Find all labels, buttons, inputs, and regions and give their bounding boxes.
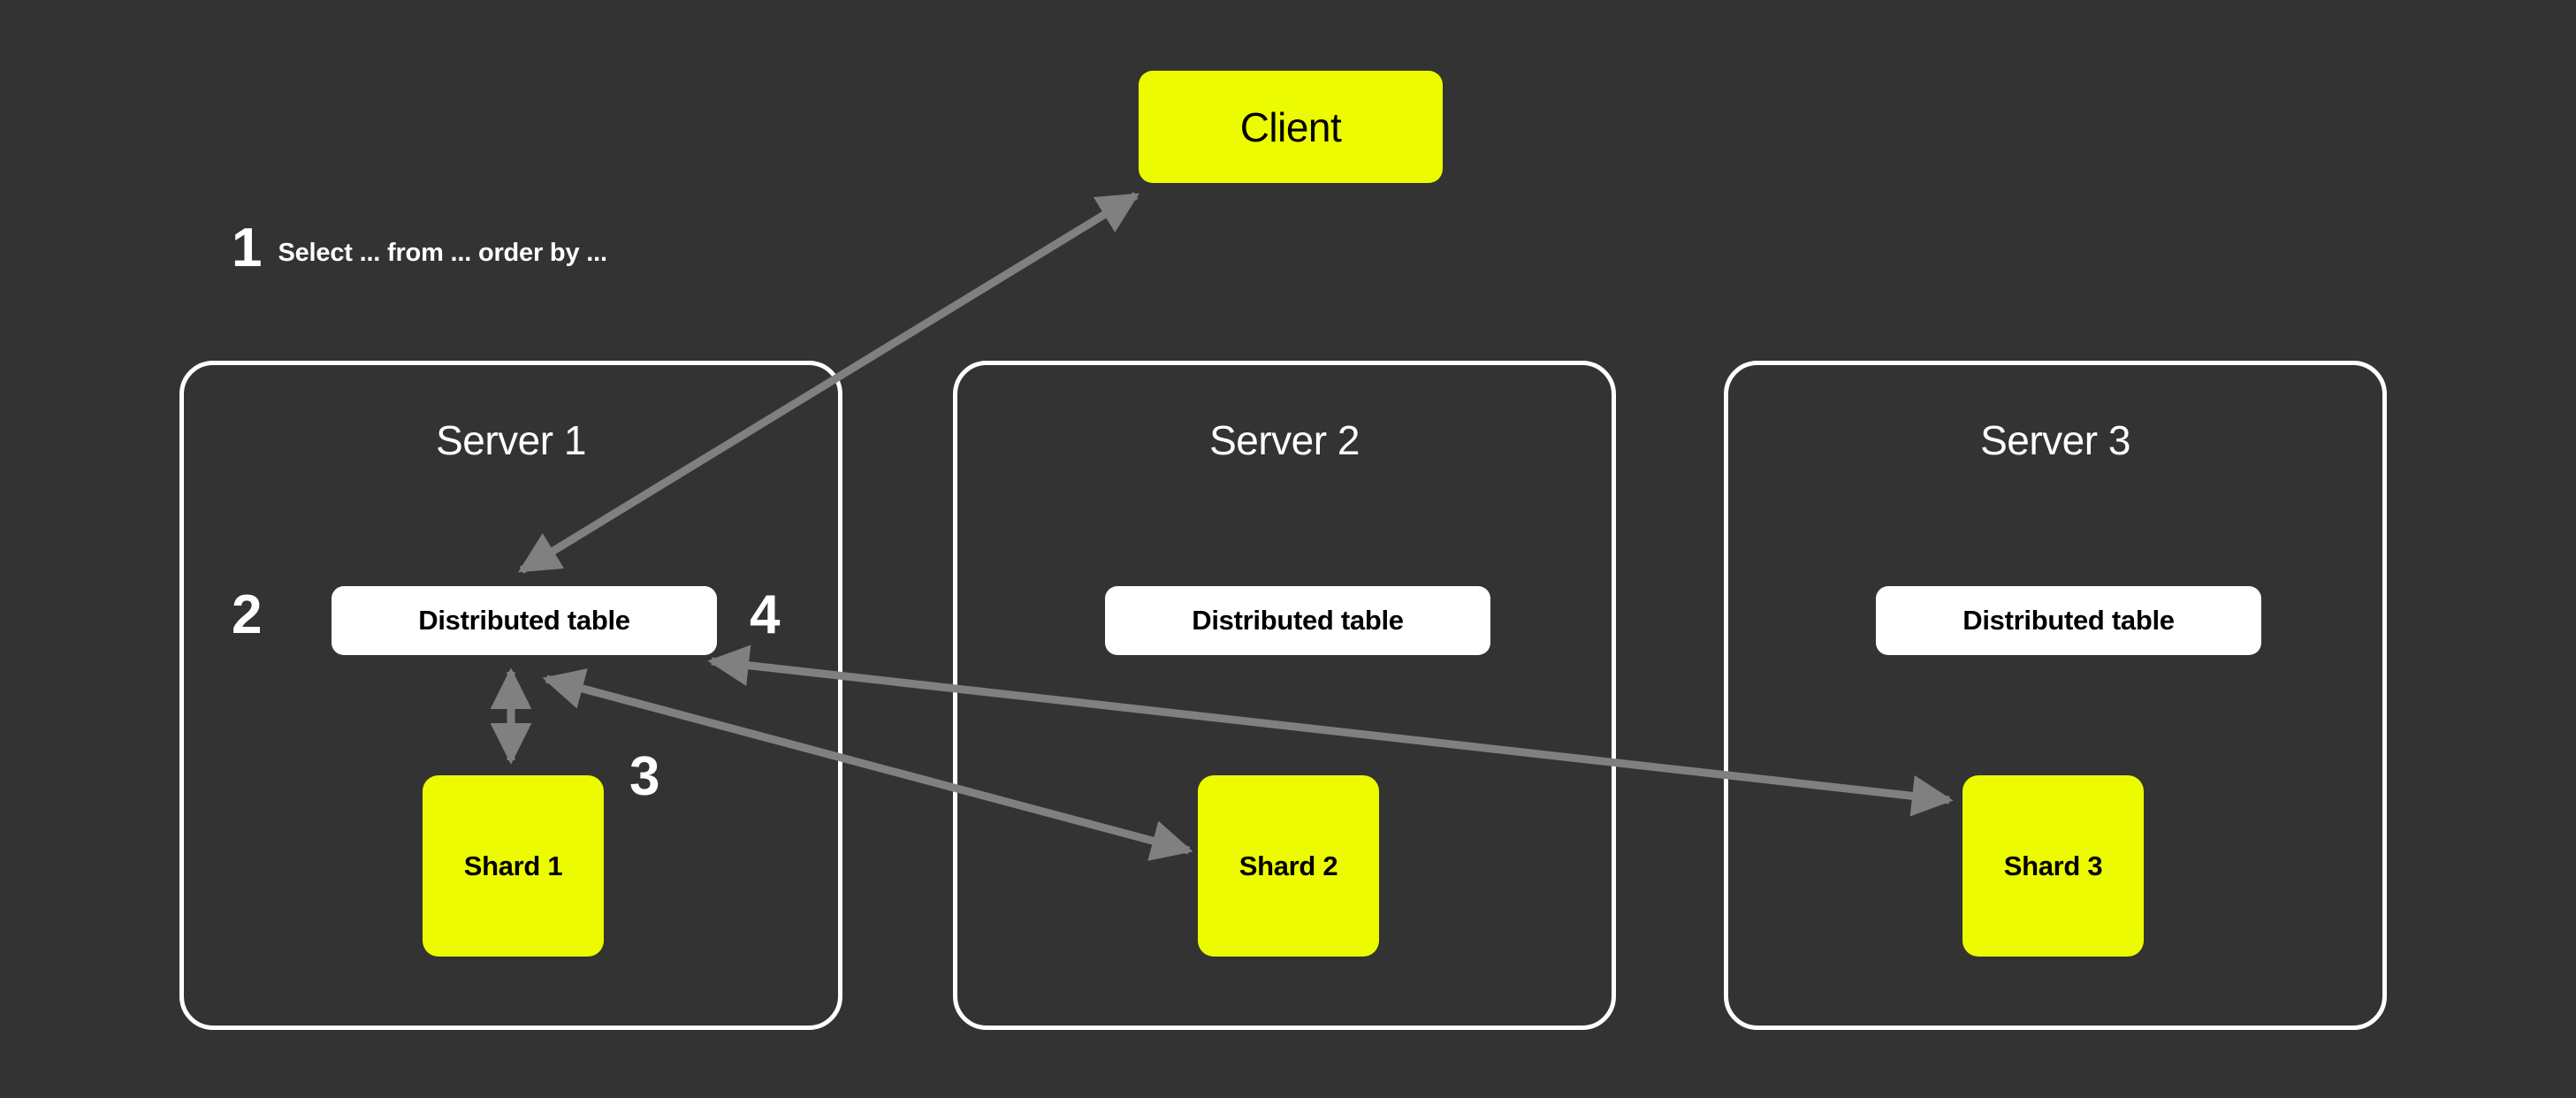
step-1-caption: 1 Select ... from ... order by ... bbox=[232, 221, 607, 276]
shard-node-3[interactable]: Shard 3 bbox=[1962, 775, 2144, 957]
server-3-title: Server 3 bbox=[1980, 417, 2130, 463]
step-2-number: 2 bbox=[232, 584, 263, 645]
step-3-number: 3 bbox=[629, 746, 660, 807]
server-panel-1: Server 1 Distributed table Shard 1 bbox=[179, 361, 842, 1030]
server-panel-3: Server 3 Distributed table Shard 3 bbox=[1724, 361, 2387, 1030]
shard-node-1[interactable]: Shard 1 bbox=[423, 775, 604, 957]
server-panel-2: Server 2 Distributed table Shard 2 bbox=[953, 361, 1616, 1030]
shard-label-2: Shard 2 bbox=[1238, 850, 1338, 881]
shard-label-3: Shard 3 bbox=[2003, 850, 2103, 881]
client-node[interactable]: Client bbox=[1139, 71, 1443, 183]
server-1-title: Server 1 bbox=[436, 417, 586, 463]
server-2-title: Server 2 bbox=[1209, 417, 1360, 463]
distributed-table-label-3: Distributed table bbox=[1962, 605, 2175, 636]
client-label: Client bbox=[1239, 103, 1342, 150]
shard-label-1: Shard 1 bbox=[463, 850, 563, 881]
step-1-query-text: Select ... from ... order by ... bbox=[278, 238, 607, 267]
distributed-table-node-2[interactable]: Distributed table bbox=[1105, 586, 1490, 655]
distributed-table-node-1[interactable]: Distributed table bbox=[332, 586, 717, 655]
step-1-number: 1 bbox=[232, 217, 263, 278]
step-4-number: 4 bbox=[750, 584, 781, 645]
distributed-table-label-2: Distributed table bbox=[1192, 605, 1404, 636]
shard-node-2[interactable]: Shard 2 bbox=[1198, 775, 1379, 957]
distributed-table-label-1: Distributed table bbox=[418, 605, 630, 636]
distributed-table-node-3[interactable]: Distributed table bbox=[1876, 586, 2261, 655]
